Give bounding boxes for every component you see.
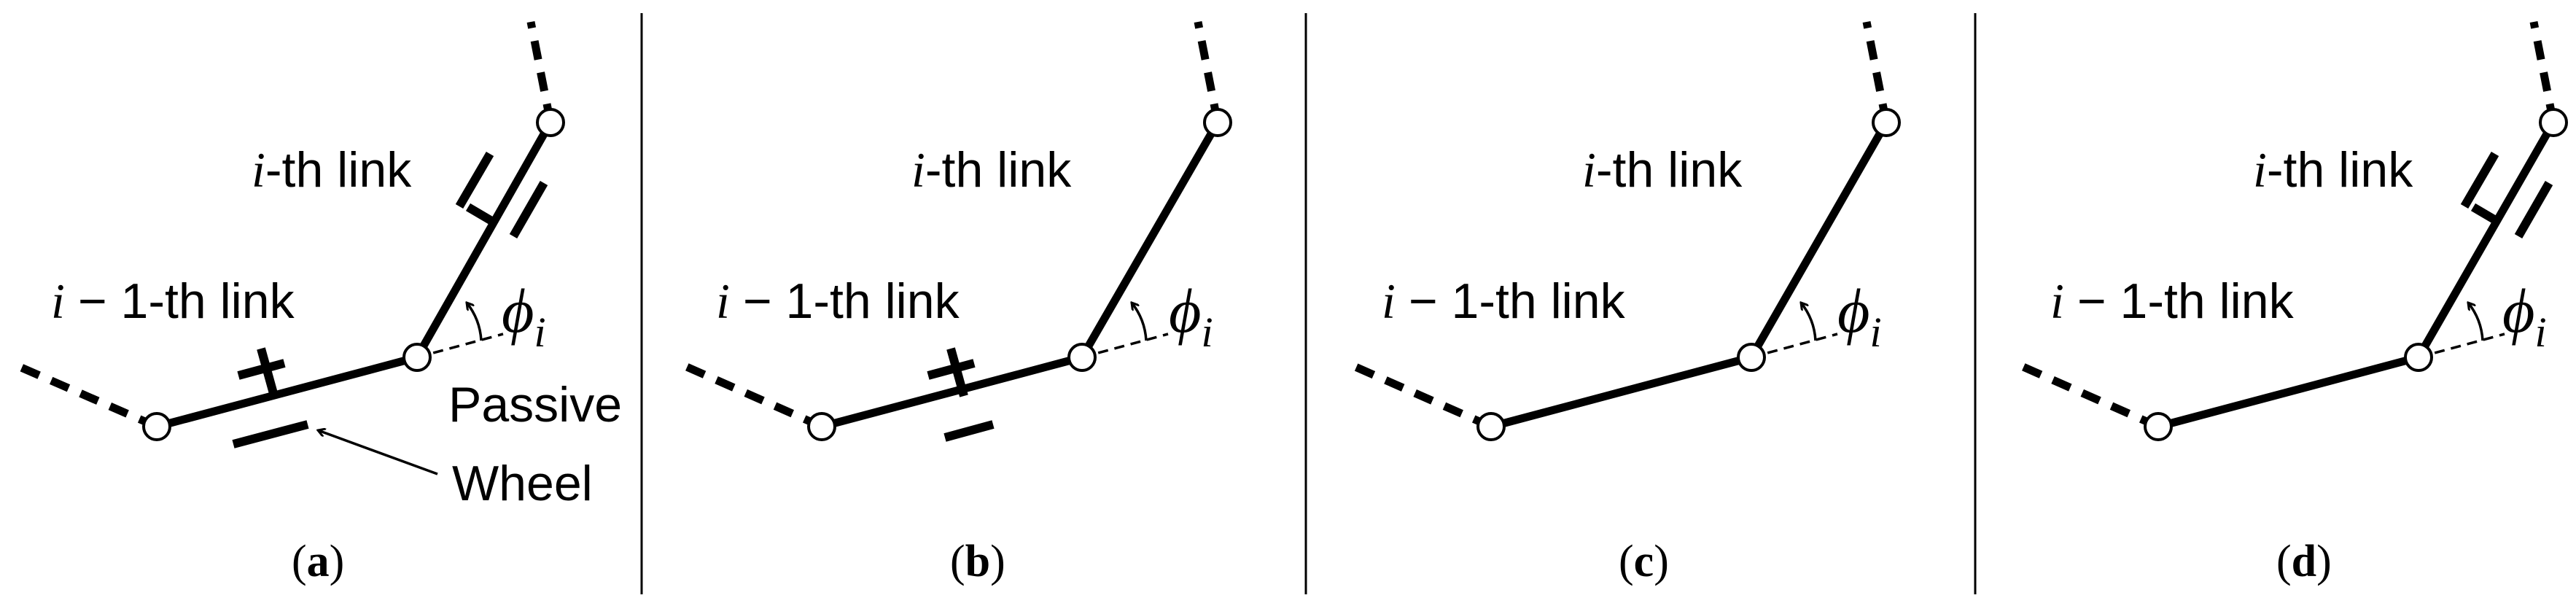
panel-caption: (b) xyxy=(950,537,1005,586)
passive-wheel-prev-link xyxy=(232,347,309,448)
panel-caption: (d) xyxy=(2276,537,2332,586)
link-i-label: i-th link xyxy=(911,142,1072,198)
joint-circle xyxy=(536,108,565,137)
joint-circle xyxy=(2404,343,2433,372)
i-link-dashed-extension xyxy=(1862,20,1891,124)
link-i-label: i-th link xyxy=(252,142,412,198)
panel-caption: (a) xyxy=(292,537,344,586)
reference-dashed-line xyxy=(1081,333,1169,359)
link-i-label: i-th link xyxy=(2253,142,2413,198)
passive-wheel-label: Wheel xyxy=(452,456,593,511)
i-link-dashed-extension xyxy=(526,20,555,124)
angle-phi-label: ϕi xyxy=(1169,276,1213,356)
link-i xyxy=(1078,120,1221,360)
i-link-dashed-extension xyxy=(1194,20,1222,124)
link-i xyxy=(413,120,554,360)
angle-arc xyxy=(2468,303,2484,341)
prev-link-dashed-extension xyxy=(12,360,159,431)
angle-arc xyxy=(1132,303,1148,341)
link-i xyxy=(2415,120,2557,360)
joint-circle xyxy=(402,343,432,372)
panel-d: i-th link i− 1-th link ϕi (d) xyxy=(2016,20,2568,586)
prev-link-dashed-extension xyxy=(2016,360,2160,431)
joint-circle xyxy=(1872,108,1901,137)
passive-wheel-arrow xyxy=(318,430,438,475)
joint-circle xyxy=(142,412,171,441)
joint-circle xyxy=(1067,343,1097,372)
joint-circle xyxy=(1737,343,1766,372)
link-i-minus-1 xyxy=(820,353,1083,431)
joint-circle xyxy=(807,412,836,441)
link-i-minus-1 xyxy=(2157,353,2420,431)
link-i xyxy=(1748,120,1890,360)
angle-arc xyxy=(1801,303,1817,341)
angle-phi-label: ϕi xyxy=(2502,276,2547,356)
panel-a: i-th link i− 1-th link ϕi Passive Wheel … xyxy=(12,20,622,586)
i-link-dashed-extension xyxy=(2529,20,2558,124)
joint-circle xyxy=(1476,412,1506,441)
angle-phi-label: ϕi xyxy=(502,276,546,356)
joint-circle xyxy=(1203,108,1232,137)
prev-link-dashed-extension xyxy=(1348,360,1493,431)
link-i-minus-1 xyxy=(155,353,419,431)
angle-arc xyxy=(467,303,483,341)
joint-circle xyxy=(2539,108,2568,137)
angle-phi-label: ϕi xyxy=(1837,276,1882,356)
link-i-minus-1-label: i− 1-th link xyxy=(2050,273,2295,329)
passive-wheel-prev-link xyxy=(927,347,995,442)
joint-circle xyxy=(2144,412,2173,441)
panel-c: i-th link i− 1-th link ϕi (c) xyxy=(1348,20,1901,586)
reference-dashed-line xyxy=(2418,333,2505,359)
passive-wheel-label: Passive xyxy=(448,377,622,432)
link-i-label: i-th link xyxy=(1582,142,1743,198)
link-i-minus-1 xyxy=(1490,353,1753,431)
prev-link-dashed-extension xyxy=(680,360,824,431)
link-i-minus-1-label: i− 1-th link xyxy=(51,273,295,329)
passive-wheel-i-link xyxy=(2460,151,2553,238)
reference-dashed-line xyxy=(1751,333,1838,359)
panel-caption: (c) xyxy=(1619,537,1669,586)
link-i-minus-1-label: i− 1-th link xyxy=(716,273,960,329)
passive-wheel-i-link xyxy=(455,151,548,238)
panel-b: i-th link i− 1-th link ϕi (b) xyxy=(680,20,1232,586)
reference-dashed-line xyxy=(416,333,504,359)
link-i-minus-1-label: i− 1-th link xyxy=(1382,273,1626,329)
